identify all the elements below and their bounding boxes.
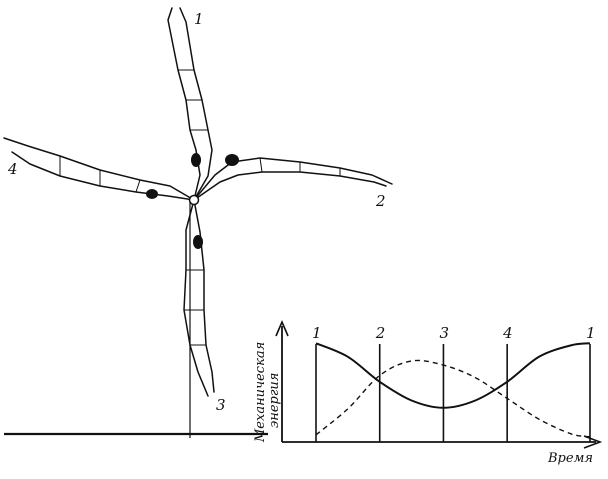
gymnast-label-1: 1 <box>194 10 204 28</box>
gymnast-position-4 <box>3 137 195 201</box>
y-axis-arrow <box>275 319 289 337</box>
phase-label-1: 1 <box>312 324 322 342</box>
head-3 <box>193 235 203 249</box>
gymnast-positions: 1 2 3 4 <box>3 7 393 414</box>
phase-markers: 1 2 3 4 1 <box>312 324 596 442</box>
head-2 <box>225 154 239 166</box>
phase-label-4: 4 <box>502 324 513 342</box>
y-axis-label-line1: Механическая <box>253 342 268 443</box>
horizontal-bar <box>188 194 200 206</box>
energy-curve-dashed <box>315 359 591 438</box>
head-4 <box>146 189 158 199</box>
x-axis-label: Время <box>547 451 593 466</box>
gymnast-label-3: 3 <box>216 396 226 414</box>
phase-label-2: 2 <box>375 324 386 342</box>
gymnast-position-2 <box>193 154 393 201</box>
y-axis-label-line2: энергия <box>267 373 282 428</box>
gymnast-label-2: 2 <box>375 192 386 210</box>
energy-chart: Механическая энергия Время 1 2 3 4 1 <box>253 319 603 466</box>
gymnast-position-3 <box>183 199 215 397</box>
head-1 <box>191 153 201 167</box>
gymnast-position-1 <box>167 7 213 201</box>
energy-curve-solid <box>315 342 591 409</box>
phase-label-5: 1 <box>586 324 596 342</box>
phase-label-3: 3 <box>439 324 449 342</box>
gymnast-label-4: 4 <box>7 160 18 178</box>
